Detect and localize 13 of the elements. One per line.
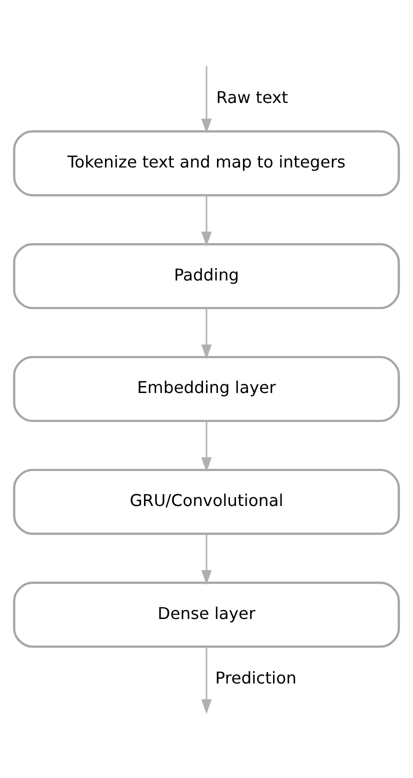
node-box: Dense layer (13, 582, 400, 648)
arrow (201, 647, 212, 714)
node-box: Tokenize text and map to integers (13, 130, 400, 196)
arrow (201, 421, 212, 472)
node-box: Padding (13, 243, 400, 310)
node-box: Embedding layer (13, 356, 400, 422)
arrow (201, 534, 212, 586)
arrow (201, 308, 212, 360)
edge-label: Raw text (216, 88, 288, 107)
edge-label: Prediction (215, 668, 296, 688)
node-box: GRU/Convolutional (13, 468, 400, 535)
arrow (201, 66, 212, 134)
arrow (201, 195, 212, 246)
